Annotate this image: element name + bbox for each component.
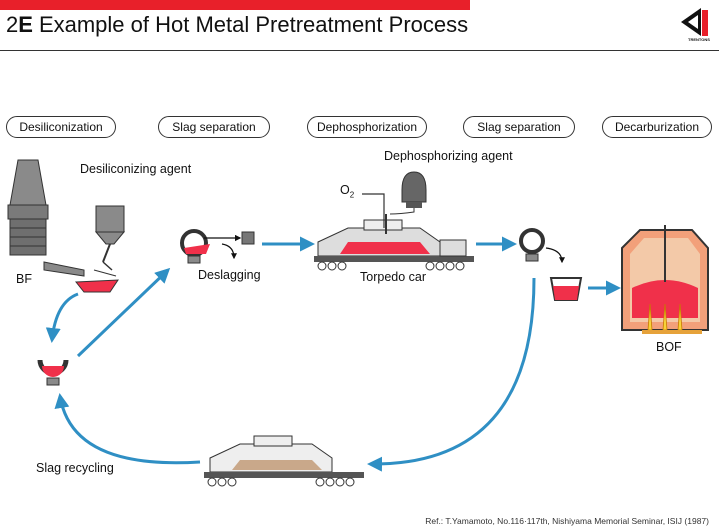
section-code-letter: E — [18, 12, 33, 37]
flow-arrow-slag-return — [367, 277, 536, 472]
section-code-number: 2 — [6, 12, 19, 37]
header-divider — [0, 50, 719, 51]
flow-arrow-slag-recycle — [54, 393, 201, 465]
ladle-recycle-icon — [37, 359, 69, 386]
stage-decarburization: Decarburization — [602, 116, 712, 138]
torpedo-car-recycle-icon — [204, 435, 364, 487]
bof-furnace-icon — [621, 225, 709, 334]
label-bof: BOF — [656, 340, 682, 354]
label-oxygen-symbol: O — [340, 183, 350, 197]
stage-desiliconization: Desiliconization — [6, 116, 116, 138]
header-accent-bar — [0, 0, 470, 10]
torpedo-car-dephos-icon — [314, 219, 474, 271]
logo-icon — [681, 8, 708, 36]
label-bf: BF — [16, 272, 32, 286]
dephosphorizing-tank-icon — [389, 171, 427, 215]
page-title-text: Example of Hot Metal Pretreatment Proces… — [38, 12, 469, 37]
label-dephosphorizing-agent: Dephosphorizing agent — [384, 149, 513, 163]
stage-slag-separation-2: Slag separation — [463, 116, 575, 138]
flow-arrow-to-deslagging — [76, 267, 171, 358]
flow-arrow-to-ladle — [45, 292, 79, 343]
label-desiliconizing-agent: Desiliconizing agent — [80, 162, 192, 176]
label-oxygen-subscript: 2 — [349, 190, 355, 200]
blast-furnace-icon — [7, 159, 85, 277]
section-code: 2E — [6, 12, 33, 37]
label-slag-recycling: Slag recycling — [36, 461, 114, 475]
label-deslagging: Deslagging — [198, 268, 261, 282]
deslagging-ladle-2-icon — [519, 228, 583, 301]
label-torpedo-car: Torpedo car — [360, 270, 427, 284]
desiliconizing-hopper-icon — [93, 205, 126, 277]
flow-arrows — [45, 236, 621, 472]
deslagging-ladle-icon — [180, 229, 255, 264]
stage-dephosphorization: Dephosphorization — [307, 116, 427, 138]
stage-slag-separation-1: Slag separation — [158, 116, 270, 138]
label-oxygen: O2 — [340, 183, 354, 200]
reference-citation: Ref.: T.Yamamoto, No.116·117th, Nishiyam… — [425, 516, 709, 526]
logo-text: TRENTONS — [688, 37, 710, 42]
